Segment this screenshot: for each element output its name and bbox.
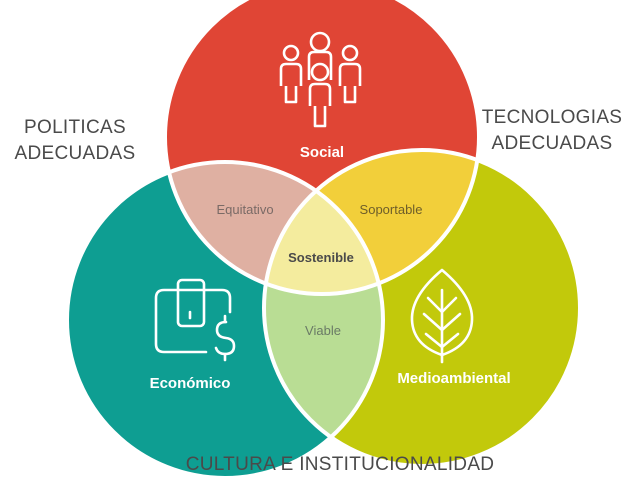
- social-label: Social: [300, 144, 344, 161]
- wallet-dollar-icon: [154, 278, 236, 362]
- circle-outlines: [65, 0, 582, 480]
- tecnologias-adecuadas-label: TECNOLOGIAS ADECUADAS: [478, 105, 626, 157]
- medioambiental-label: Medioambiental: [397, 370, 510, 387]
- tecnologias-line-2: ADECUADAS: [491, 133, 613, 154]
- politicas-line-2: ADECUADAS: [14, 143, 136, 164]
- politicas-adecuadas-label: POLITICAS ADECUADAS: [0, 115, 150, 167]
- equitativo-label: Equitativo: [216, 202, 273, 217]
- leaf-icon: [410, 268, 474, 364]
- tecnologias-line-1: TECNOLOGIAS: [481, 107, 623, 128]
- people-icon: [279, 31, 362, 128]
- viable-label: Viable: [305, 323, 341, 338]
- politicas-line-1: POLITICAS: [24, 117, 126, 138]
- cultura-institucionalidad-label: CULTURA E INSTITUCIONALIDAD: [140, 452, 540, 478]
- cultura-text: CULTURA E INSTITUCIONALIDAD: [185, 454, 495, 475]
- soportable-label: Soportable: [360, 202, 423, 217]
- sostenible-label: Sostenible: [288, 250, 354, 265]
- economico-label: Económico: [150, 375, 231, 392]
- sostenible-region: [264, 162, 383, 294]
